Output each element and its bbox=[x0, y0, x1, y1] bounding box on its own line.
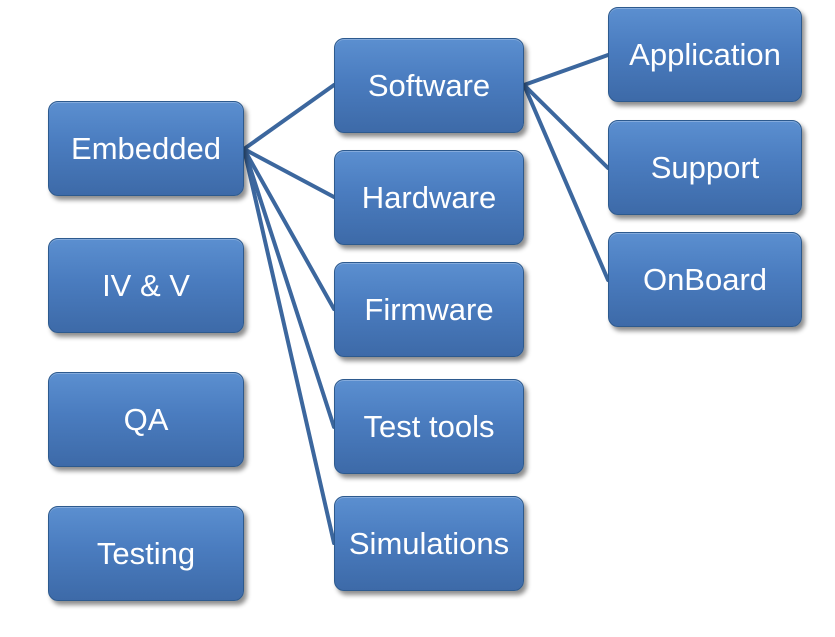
connector-embedded-simulations bbox=[242, 147, 336, 545]
connector-software-support bbox=[522, 83, 610, 170]
node-simulations-label: Simulations bbox=[348, 526, 510, 561]
node-onboard: OnBoard bbox=[608, 232, 802, 327]
node-embedded-label: Embedded bbox=[71, 131, 221, 166]
node-software: Software bbox=[334, 38, 524, 133]
node-testing-label: Testing bbox=[96, 536, 196, 571]
node-application: Application bbox=[608, 7, 802, 102]
node-testing: Testing bbox=[48, 506, 244, 601]
node-hardware: Hardware bbox=[334, 150, 524, 245]
node-firmware: Firmware bbox=[334, 262, 524, 357]
connector-embedded-hardware bbox=[242, 147, 336, 199]
node-support-label: Support bbox=[650, 150, 760, 185]
connector-software-onboard bbox=[522, 83, 610, 282]
connector-software-application bbox=[522, 53, 610, 87]
node-embedded: Embedded bbox=[48, 101, 244, 196]
node-simulations: Simulations bbox=[334, 496, 524, 591]
node-ivv: IV & V bbox=[48, 238, 244, 333]
connector-embedded-software bbox=[242, 83, 336, 151]
node-qa: QA bbox=[48, 372, 244, 467]
node-application-label: Application bbox=[629, 37, 781, 72]
node-software-label: Software bbox=[367, 68, 491, 103]
node-hardware-label: Hardware bbox=[361, 180, 497, 215]
node-firmware-label: Firmware bbox=[364, 292, 494, 327]
node-test-tools-label: Test tools bbox=[363, 409, 495, 444]
node-support: Support bbox=[608, 120, 802, 215]
node-ivv-label: IV & V bbox=[102, 268, 190, 303]
connector-embedded-firmware bbox=[242, 147, 336, 311]
connector-embedded-test-tools bbox=[242, 147, 336, 429]
node-test-tools: Test tools bbox=[334, 379, 524, 474]
node-qa-label: QA bbox=[123, 402, 169, 437]
node-onboard-label: OnBoard bbox=[642, 262, 768, 297]
